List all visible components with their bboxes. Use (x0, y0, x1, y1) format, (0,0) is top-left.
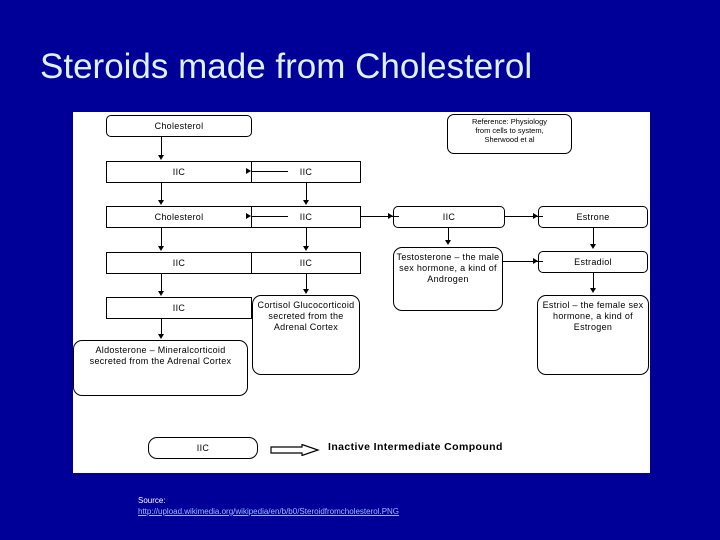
arrowhead-cortisol (302, 289, 309, 294)
node-cholesterol-top: Cholesterol (106, 115, 252, 137)
connector-iic-a4-to-aldosterone (161, 319, 162, 335)
connector-iic-a1-to-cholesterol-mid (161, 183, 162, 201)
connector-iic-b2-to-iic-b3 (306, 228, 307, 247)
connector-iic-a1-to-iic-b1 (252, 171, 288, 172)
node-estradiol: Estradiol (538, 251, 648, 273)
diagram-panel: Reference: Physiology from cells to syst… (73, 112, 650, 473)
arrowhead-iic-a3 (157, 246, 164, 251)
node-iic-a3: IIC (106, 252, 252, 274)
legend-sample-box: IIC (148, 437, 258, 459)
connector-iic-a3-to-iic-a4 (161, 274, 162, 292)
connector-cholesterol-mid-to-iic-a3 (161, 228, 162, 247)
source-label: Source: (138, 496, 166, 505)
connector-testosterone-to-estradiol (503, 261, 543, 262)
arrowhead-estradiol (533, 258, 538, 264)
node-iic-a1: IIC (106, 161, 252, 183)
arrowhead-estrone (533, 213, 538, 219)
reference-note-box: Reference: Physiology from cells to syst… (447, 114, 572, 154)
connector-iic-c2-to-testosterone (448, 228, 449, 241)
arrowhead-iic-b2-down (302, 200, 309, 205)
arrowhead-iic-b1 (246, 168, 251, 174)
node-estrone: Estrone (538, 206, 648, 228)
connector-cholesterol-mid-to-iic-b2 (252, 216, 288, 217)
node-estriol: Estriol – the female sex hormone, a kind… (537, 295, 649, 375)
reference-line-2: from cells to system, (475, 126, 544, 135)
arrowhead-estriol (589, 288, 596, 293)
node-iic-b3: IIC (251, 252, 361, 274)
arrowhead-testosterone (444, 240, 451, 245)
source-block: Source: http://upload.wikimedia.org/wiki… (138, 495, 399, 517)
legend-expansion-text: Inactive Intermediate Compound (328, 441, 503, 453)
arrowhead-iic-a1 (157, 155, 164, 160)
source-url-link[interactable]: http://upload.wikimedia.org/wikipedia/en… (138, 507, 400, 516)
connector-iic-b3-to-cortisol (306, 274, 307, 290)
connector-estrone-to-estradiol (593, 228, 594, 245)
node-iic-b2: IIC (251, 206, 361, 228)
node-iic-b1: IIC (251, 161, 361, 183)
connector-iic-c2-to-estrone (505, 216, 543, 217)
connector-cholesterol-to-iic-a1 (161, 137, 162, 156)
node-testosterone: Testosterone – the male sex hormone, a k… (393, 247, 503, 311)
arrowhead-iic-b3 (302, 246, 309, 251)
arrowhead-iic-c2 (388, 213, 393, 219)
connector-iic-b1-to-iic-b2 (306, 183, 307, 201)
node-cortisol: Cortisol Glucocorticoid secreted from th… (252, 295, 360, 375)
reference-line-1: Reference: Physiology (471, 117, 548, 126)
arrowhead-estradiol-down (589, 244, 596, 249)
node-iic-c2: IIC (393, 206, 505, 228)
arrowhead-aldosterone (157, 334, 164, 339)
reference-line-3: Sherwood et al (484, 135, 535, 144)
legend-arrow-icon (270, 443, 320, 457)
node-iic-a4: IIC (106, 297, 252, 319)
arrowhead-iic-a4 (157, 291, 164, 296)
arrowhead-cholesterol-mid (157, 200, 164, 205)
connector-estradiol-to-estriol (593, 273, 594, 289)
page-title: Steroids made from Cholesterol (40, 47, 533, 86)
node-cholesterol-mid: Cholesterol (106, 206, 252, 228)
node-aldosterone: Aldosterone – Mineralcorticoid secreted … (73, 340, 248, 396)
connector-iic-b2-to-iic-c2 (361, 216, 399, 217)
arrowhead-iic-b2 (246, 213, 251, 219)
